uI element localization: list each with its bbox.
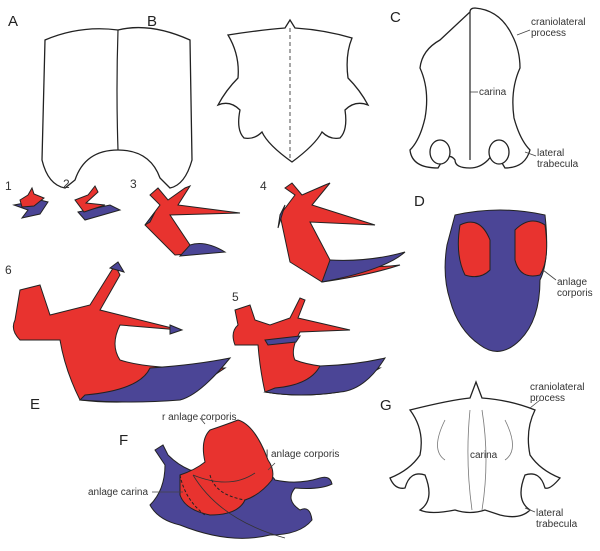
- panel-a-sternum-outline: [41, 26, 193, 189]
- stage-1-sternum: [12, 186, 49, 219]
- c-lateral-label-1: lateral: [537, 148, 564, 159]
- panel-b-sternum-outline: [216, 18, 370, 163]
- c-craniolateral-label-1: craniolateral: [531, 17, 585, 28]
- g-craniolateral-label-2: process: [530, 393, 565, 404]
- f-l-anlage-label: l anlage corporis: [266, 449, 339, 460]
- g-craniolateral-label-1: craniolateral: [530, 382, 584, 393]
- stage-4-sternum: [277, 182, 406, 283]
- g-lateral-label-2: trabecula: [536, 519, 578, 530]
- panel-label-g: G: [380, 397, 392, 414]
- stage-5-sternum: [232, 297, 387, 396]
- panel-d-sternum: [444, 209, 557, 352]
- stage-3-sternum: [144, 184, 241, 257]
- g-lateral-label-1: lateral: [536, 508, 563, 519]
- panel-label-d: D: [414, 193, 425, 210]
- d-anlage-label-1: anlage: [557, 277, 587, 288]
- c-craniolateral-label-2: process: [531, 28, 566, 39]
- g-carina-label: carina: [470, 450, 498, 461]
- panel-c-sternum-outline: [409, 7, 537, 169]
- f-r-anlage-label: r anlage corporis: [162, 412, 236, 423]
- panel-label-c: C: [390, 9, 401, 26]
- f-anlage-carina-label: anlage carina: [88, 487, 148, 498]
- panel-label-e: E: [30, 396, 40, 413]
- panel-label-b: B: [147, 13, 157, 30]
- c-lateral-label-2: trabecula: [537, 159, 579, 170]
- panel-label-a: A: [8, 13, 18, 30]
- stage-label-6: 6: [5, 263, 12, 277]
- panel-f-sternum-lateral: [149, 417, 333, 539]
- stage-2-sternum: [74, 185, 122, 221]
- d-anlage-label-2: corporis: [557, 288, 593, 299]
- panel-label-f: F: [119, 432, 128, 449]
- stage-label-5: 5: [232, 290, 239, 304]
- stage-label-3: 3: [130, 177, 137, 191]
- panel-g-sternum-outline: [389, 380, 562, 518]
- stage-6-sternum: [12, 261, 232, 403]
- stage-label-4: 4: [260, 179, 267, 193]
- stage-label-2: 2: [63, 177, 70, 191]
- c-carina-label: carina: [479, 87, 507, 98]
- stage-label-1: 1: [5, 179, 12, 193]
